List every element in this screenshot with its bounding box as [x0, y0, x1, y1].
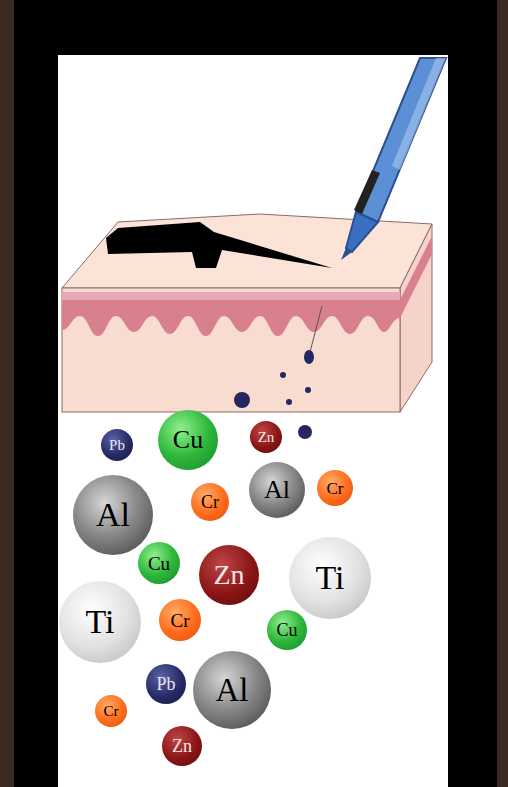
element-ball: Al: [193, 651, 271, 729]
element-symbol: Zn: [213, 561, 244, 589]
element-ball: Al: [73, 475, 153, 555]
element-symbol: Cu: [173, 427, 203, 453]
element-ball: Pb: [146, 664, 186, 704]
element-symbol: Ti: [85, 605, 114, 639]
element-ball: Zn: [162, 726, 202, 766]
element-ball: Cu: [267, 610, 307, 650]
element-ball: Cr: [159, 599, 201, 641]
element-ball: Cr: [191, 483, 229, 521]
element-ball: Ti: [289, 537, 371, 619]
ink-particles: [234, 306, 322, 439]
element-symbol: Ti: [315, 561, 344, 595]
element-ball: Al: [249, 462, 305, 518]
element-ball: Cr: [317, 470, 353, 506]
element-symbol: Cr: [201, 493, 219, 511]
element-symbol: Cr: [104, 704, 119, 719]
element-symbol: Cu: [276, 621, 297, 639]
side-band: [400, 236, 432, 318]
element-ball: Pb: [101, 429, 133, 461]
dermal-papillae: [62, 300, 400, 336]
element-symbol: Al: [96, 498, 130, 532]
element-ball: Zn: [250, 421, 282, 453]
element-symbol: Cr: [171, 611, 190, 630]
element-symbol: Zn: [172, 737, 192, 755]
element-symbol: Cr: [327, 480, 344, 497]
epidermis-band: [62, 292, 400, 300]
skin-block: [62, 214, 432, 412]
tattoo-machine: [341, 58, 446, 260]
white-panel: [58, 55, 448, 787]
element-ball: Cu: [138, 542, 180, 584]
element-ball: Cr: [95, 695, 127, 727]
element-ball: Ti: [59, 581, 141, 663]
skin-front: [62, 288, 400, 412]
element-symbol: Al: [264, 477, 290, 503]
element-ball: Zn: [199, 545, 259, 605]
black-frame: [14, 0, 497, 787]
element-symbol: Cu: [148, 554, 170, 573]
element-symbol: Al: [216, 674, 249, 707]
skin-side: [400, 224, 432, 412]
tattoo-design: [106, 222, 332, 268]
element-symbol: Zn: [258, 430, 275, 445]
element-ball: Cu: [158, 410, 218, 470]
element-symbol: Pb: [156, 675, 175, 693]
element-symbol: Pb: [109, 438, 125, 453]
